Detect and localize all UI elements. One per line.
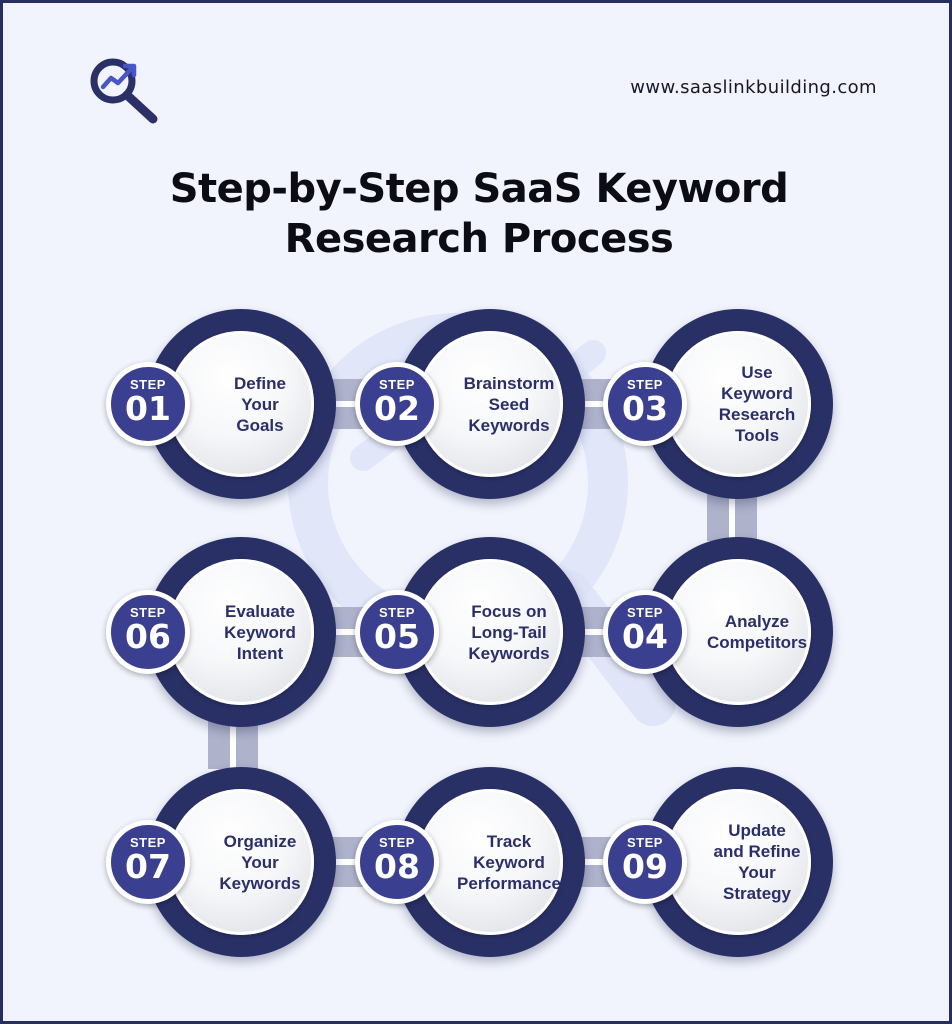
step-face bbox=[417, 331, 563, 477]
step-number: 08 bbox=[374, 847, 420, 886]
step-07: STEP 07 Organize Your Keywords bbox=[106, 767, 362, 957]
step-number: 06 bbox=[125, 617, 171, 656]
step-04: STEP 04 Analyze Competitors bbox=[603, 537, 859, 727]
step-badge: STEP 03 bbox=[603, 362, 687, 446]
step-word: STEP bbox=[627, 835, 663, 850]
step-label: Analyze Competitors bbox=[706, 612, 808, 652]
step-face bbox=[665, 559, 811, 705]
step-face bbox=[168, 789, 314, 935]
connector-03-04 bbox=[707, 491, 757, 541]
step-word: STEP bbox=[379, 377, 415, 392]
step-badge: STEP 02 bbox=[355, 362, 439, 446]
magnifier-trend-icon bbox=[90, 58, 158, 124]
step-label: Organize Your Keywords bbox=[219, 831, 301, 893]
step-badge: STEP 01 bbox=[106, 362, 190, 446]
step-number: 07 bbox=[125, 847, 171, 886]
page-title-line-2: Research Process bbox=[284, 216, 674, 262]
step-face bbox=[665, 331, 811, 477]
step-word: STEP bbox=[130, 605, 166, 620]
step-01: STEP 01 Define Your Goals bbox=[106, 309, 362, 499]
step-word: STEP bbox=[379, 605, 415, 620]
step-label: Update and Refine Your Strategy bbox=[713, 821, 801, 903]
step-face bbox=[417, 789, 563, 935]
step-05: STEP 05 Focus on Long-Tail Keywords bbox=[355, 537, 611, 727]
step-face bbox=[665, 789, 811, 935]
step-number: 04 bbox=[622, 617, 668, 656]
step-word: STEP bbox=[627, 605, 663, 620]
step-badge: STEP 08 bbox=[355, 820, 439, 904]
step-word: STEP bbox=[130, 835, 166, 850]
step-face bbox=[417, 559, 563, 705]
step-word: STEP bbox=[130, 377, 166, 392]
step-label: Define Your Goals bbox=[234, 373, 286, 435]
step-badge: STEP 07 bbox=[106, 820, 190, 904]
step-02: STEP 02 Brainstorm Seed Keywords bbox=[355, 309, 611, 499]
step-word: STEP bbox=[379, 835, 415, 850]
step-number: 01 bbox=[125, 389, 171, 428]
step-label: Evaluate Keyword Intent bbox=[224, 601, 296, 663]
step-label: Use Keyword Research Tools bbox=[718, 363, 796, 445]
step-word: STEP bbox=[627, 377, 663, 392]
step-number: 09 bbox=[622, 847, 668, 886]
step-label: Focus on Long-Tail Keywords bbox=[468, 601, 550, 663]
step-number: 03 bbox=[622, 389, 668, 428]
step-number: 05 bbox=[374, 617, 420, 656]
step-face bbox=[168, 331, 314, 477]
step-badge: STEP 06 bbox=[106, 590, 190, 674]
step-label: Track Keyword Performance bbox=[457, 831, 561, 893]
step-08: STEP 08 Track Keyword Performance bbox=[355, 767, 611, 957]
step-face bbox=[168, 559, 314, 705]
step-badge: STEP 04 bbox=[603, 590, 687, 674]
step-badge: STEP 05 bbox=[355, 590, 439, 674]
step-label: Brainstorm Seed Keywords bbox=[463, 373, 555, 435]
connector-06-07 bbox=[208, 719, 258, 769]
step-09: STEP 09 Update and Refine Your Strategy bbox=[603, 767, 859, 957]
step-06: STEP 06 Evaluate Keyword Intent bbox=[106, 537, 362, 727]
page-title-line-1: Step-by-Step SaaS Keyword bbox=[169, 166, 789, 212]
step-badge: STEP 09 bbox=[603, 820, 687, 904]
step-number: 02 bbox=[374, 389, 420, 428]
website-url[interactable]: www.saaslinkbuilding.com bbox=[630, 77, 877, 98]
step-03: STEP 03 Use Keyword Research Tools bbox=[603, 309, 859, 499]
